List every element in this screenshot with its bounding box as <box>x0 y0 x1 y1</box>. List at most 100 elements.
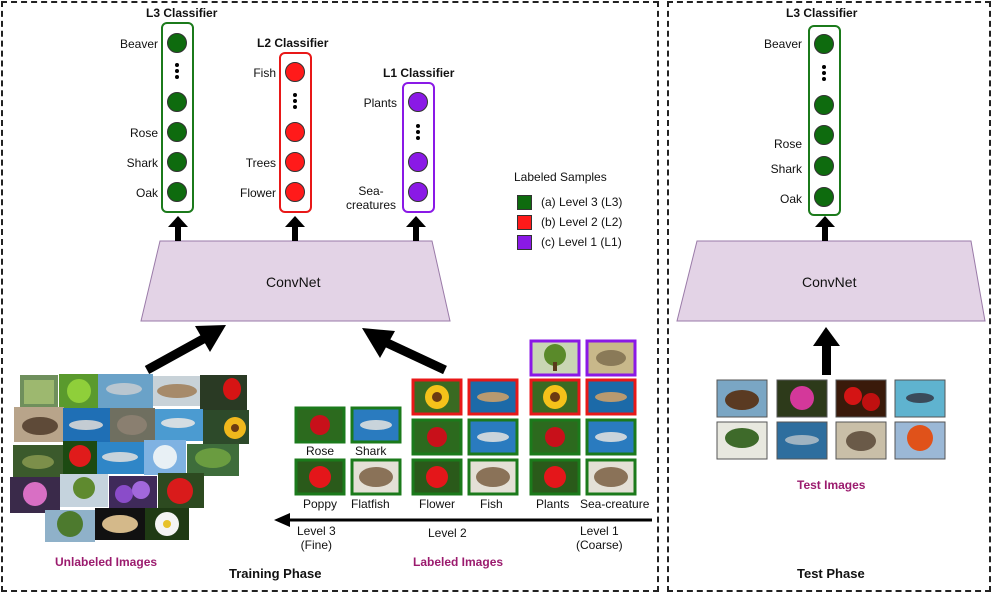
labeled-l3-flatfish <box>350 458 402 496</box>
test-convnet-block <box>676 240 986 322</box>
ellipsis-icon <box>416 124 420 142</box>
l2-node-flower <box>285 182 305 202</box>
convnet-block <box>140 240 451 322</box>
legend-swatch-l1 <box>517 235 532 250</box>
test-image-shark <box>776 421 828 460</box>
grid-label-fish: Fish <box>480 497 503 511</box>
test-l3-label-oak: Oak <box>779 192 802 206</box>
grid-label-plants: Plants <box>536 497 570 511</box>
test-l3-node <box>814 95 834 115</box>
l2-classifier-box <box>279 52 312 213</box>
l2-node-fish <box>285 62 305 82</box>
grid-label-flower: Flower <box>419 497 456 511</box>
l1-classifier-title: L1 Classifier <box>383 66 455 80</box>
test-image-autumn-tree <box>894 421 946 460</box>
labeled-l1-fish <box>585 378 637 416</box>
l3-node-rose <box>167 122 187 142</box>
arrow-labeled-to-convnet <box>362 328 447 375</box>
l3-label-shark: Shark <box>126 156 158 170</box>
labeled-l2-shark <box>467 418 519 456</box>
level-axis-arrow <box>274 513 652 527</box>
arrow-up-icon <box>168 216 188 241</box>
training-graphics <box>10 216 652 542</box>
ellipsis-icon <box>822 65 826 83</box>
legend-item-l3: (a) Level 3 (L3) <box>541 195 623 209</box>
l1-classifier-box <box>402 82 435 213</box>
training-phase-label: Training Phase <box>229 566 322 581</box>
test-image-seal <box>835 421 887 460</box>
convnet-label: ConvNet <box>266 274 321 290</box>
unlabeled-images-label: Unlabeled Images <box>55 555 158 569</box>
test-convnet-label: ConvNet <box>802 274 857 290</box>
l2-label-trees: Trees <box>245 156 276 170</box>
test-l3-node-shark <box>814 156 834 176</box>
test-phase-label: Test Phase <box>797 566 865 581</box>
test-l3-node-beaver <box>814 34 834 54</box>
labeled-l1-flatfish <box>585 458 637 496</box>
labeled-l2-flatfish <box>467 458 519 496</box>
l3-classifier-box <box>161 22 194 213</box>
l3-node-shark <box>167 152 187 172</box>
l2-node-trees <box>285 152 305 172</box>
arrow-up-icon <box>815 216 835 241</box>
labeled-l2-rose <box>411 418 463 456</box>
test-l3-label-beaver: Beaver <box>763 37 802 51</box>
l3-label-oak: Oak <box>135 186 158 200</box>
test-l3-classifier-box <box>808 25 841 216</box>
arrow-up-icon <box>813 327 840 375</box>
l2-node <box>285 122 305 142</box>
test-l3-label-shark: Shark <box>770 162 802 176</box>
arrow-unlabeled-to-convnet <box>144 325 226 374</box>
test-l3-label-rose: Rose <box>773 137 802 151</box>
labeled-l1-shark <box>585 418 637 456</box>
labeled-l2-poppy <box>411 458 463 496</box>
labeled-images-label: Labeled Images <box>413 555 504 569</box>
training-panel <box>1 1 659 592</box>
labeled-l3-rose <box>294 406 346 444</box>
ellipsis-icon <box>175 63 179 81</box>
l1-label-sea-creatures: Sea- creatures <box>345 184 397 212</box>
grid-label-shark: Shark <box>355 444 387 458</box>
arrow-up-icon <box>285 216 305 241</box>
test-l3-node-rose <box>814 125 834 145</box>
test-image-beaver <box>716 379 768 418</box>
grid-label-flatfish: Flatfish <box>351 497 390 511</box>
unlabeled-images-collage <box>10 374 249 542</box>
grid-label-sea-creature: Sea-creature <box>580 497 650 511</box>
axis-level2: Level 2 <box>428 526 467 540</box>
labeled-l1-sunflower <box>529 378 581 416</box>
l2-classifier-title: L2 Classifier <box>257 36 329 50</box>
legend-swatch-l3 <box>517 195 532 210</box>
l3-label-beaver: Beaver <box>119 37 158 51</box>
axis-level3: Level 3 (Fine) <box>297 524 336 552</box>
legend-item-l2: (b) Level 2 (L2) <box>541 215 623 229</box>
labeled-l3-shark <box>350 406 402 444</box>
test-image-dolphin <box>894 379 946 418</box>
ellipsis-icon <box>293 93 297 111</box>
legend-title: Labeled Samples <box>514 170 607 184</box>
test-image-orchid <box>776 379 828 418</box>
test-image-tree <box>716 421 768 460</box>
l1-node-plants <box>408 92 428 112</box>
l1-node-sea-creatures <box>408 182 428 202</box>
l3-classifier-title: L3 Classifier <box>146 6 218 20</box>
labeled-l1-tree <box>529 339 581 377</box>
arrow-up-icon <box>406 216 426 241</box>
labeled-l3-poppy <box>294 458 346 496</box>
l2-label-flower: Flower <box>239 186 276 200</box>
grid-label-rose: Rose <box>306 444 335 458</box>
l3-label-rose: Rose <box>129 126 158 140</box>
test-graphics <box>676 216 986 460</box>
test-panel <box>667 1 991 592</box>
labeled-l2-fish <box>467 378 519 416</box>
legend-item-l1: (c) Level 1 (L1) <box>541 235 622 249</box>
test-images-label: Test Images <box>797 478 866 492</box>
l2-label-fish: Fish <box>253 66 276 80</box>
test-l3-classifier-title: L3 Classifier <box>786 6 858 20</box>
labeled-l1-poppy <box>529 458 581 496</box>
legend-swatch-l2 <box>517 215 532 230</box>
l3-node <box>167 92 187 112</box>
grid-label-poppy: Poppy <box>303 497 338 511</box>
labeled-l2-sunflower <box>411 378 463 416</box>
l3-node-beaver <box>167 33 187 53</box>
